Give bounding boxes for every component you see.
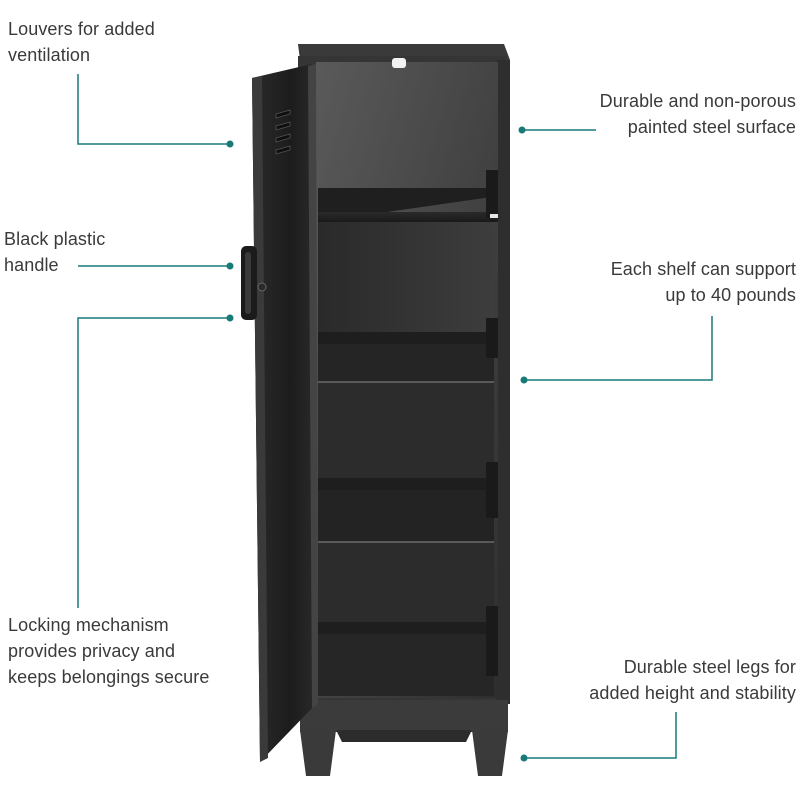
callout-shelf-line1: Each shelf can support bbox=[610, 259, 796, 279]
callout-legs-line2: added height and stability bbox=[589, 683, 796, 703]
leader-lock bbox=[77, 317, 230, 608]
callout-lock-line3: keeps belongings secure bbox=[8, 667, 210, 687]
callout-lock-line1: Locking mechanism bbox=[8, 615, 169, 635]
callout-legs-line1: Durable steel legs for bbox=[623, 657, 796, 677]
callout-louvers: Louvers for added ventilation bbox=[8, 16, 155, 68]
leader-louvers bbox=[77, 74, 230, 145]
locker-door bbox=[252, 64, 318, 762]
callout-shelf: Each shelf can support up to 40 pounds bbox=[611, 256, 796, 308]
callout-surface-line1: Durable and non-porous bbox=[599, 91, 796, 111]
callout-lock: Locking mechanism provides privacy and k… bbox=[8, 612, 209, 690]
callout-handle: Black plastic handle bbox=[4, 226, 105, 278]
callout-shelf-line2: up to 40 pounds bbox=[665, 285, 796, 305]
callout-leaders bbox=[77, 74, 713, 759]
door-handle bbox=[241, 246, 267, 320]
steel-legs bbox=[300, 700, 508, 776]
callout-louvers-line1: Louvers for added bbox=[8, 19, 155, 39]
leader-legs bbox=[524, 712, 677, 759]
callout-handle-line2: handle bbox=[4, 255, 59, 275]
louvers bbox=[275, 109, 291, 155]
callout-surface-line2: painted steel surface bbox=[627, 117, 796, 137]
callout-handle-line1: Black plastic bbox=[4, 229, 106, 249]
callout-lock-line2: provides privacy and bbox=[8, 641, 176, 661]
callout-dots bbox=[226, 126, 528, 762]
callout-surface: Durable and non-porous painted steel sur… bbox=[600, 88, 796, 140]
callout-legs: Durable steel legs for added height and … bbox=[589, 654, 796, 706]
shelves bbox=[318, 170, 498, 676]
leader-shelf bbox=[524, 316, 713, 381]
callout-louvers-line2: ventilation bbox=[8, 45, 91, 65]
